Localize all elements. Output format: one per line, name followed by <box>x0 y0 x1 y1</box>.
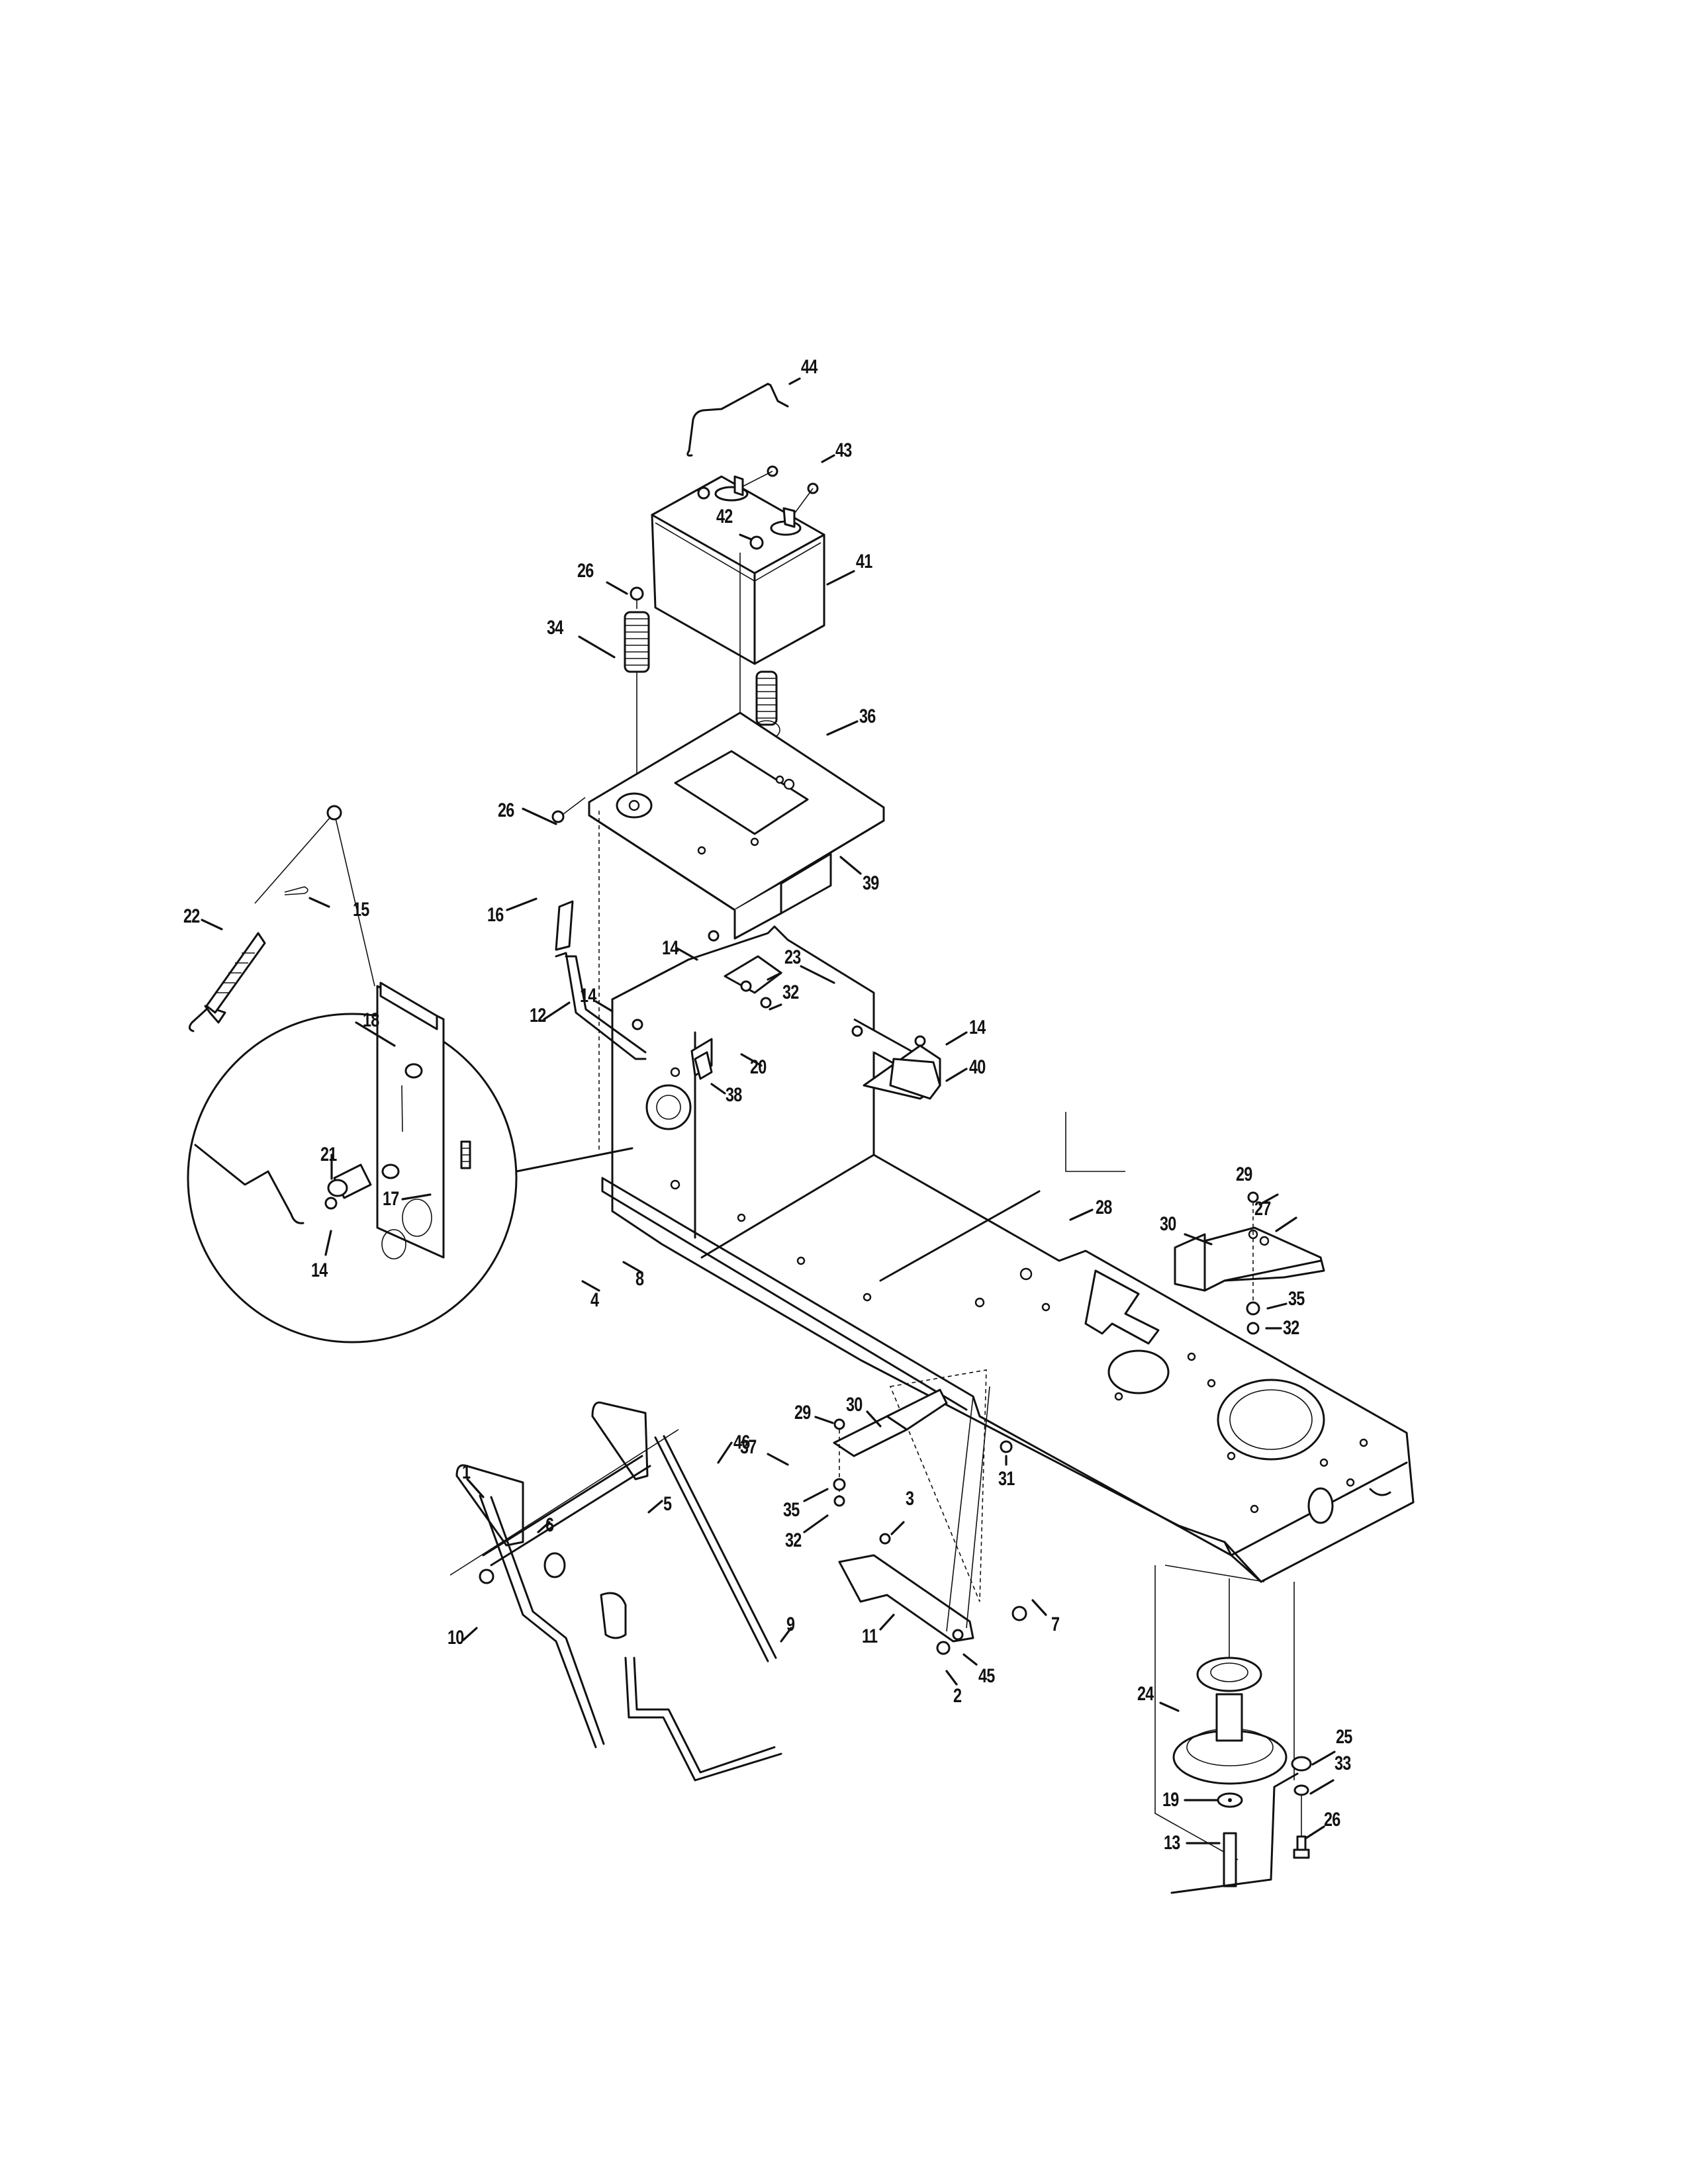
callout-3: 3 <box>906 1488 914 1510</box>
callout-29: 29 <box>1236 1163 1252 1185</box>
callout-19: 19 <box>1162 1789 1179 1811</box>
callout-35: 35 <box>783 1499 800 1521</box>
callout-32: 32 <box>782 981 799 1003</box>
callout-26: 26 <box>1324 1809 1340 1831</box>
callout-36: 36 <box>859 705 876 727</box>
callout-13: 13 <box>1164 1832 1180 1854</box>
callout-32: 32 <box>1283 1317 1299 1339</box>
callout-14: 14 <box>580 985 596 1007</box>
hitch-bracket <box>1174 1191 1325 1335</box>
pedal-linkage <box>449 1386 1027 1782</box>
leader-lines <box>201 377 1336 1844</box>
callout-2: 2 <box>953 1685 962 1707</box>
callout-32: 32 <box>785 1529 802 1551</box>
callout-6: 6 <box>545 1514 554 1536</box>
callout-28: 28 <box>1096 1197 1112 1218</box>
battery-hold-down-rod <box>686 383 789 457</box>
callout-31: 31 <box>998 1468 1015 1490</box>
callout-39: 39 <box>863 872 879 894</box>
callout-9: 9 <box>786 1614 795 1635</box>
tractor-frame <box>601 925 1415 1860</box>
callout-7: 7 <box>1051 1614 1060 1635</box>
callout-5: 5 <box>663 1493 672 1515</box>
callout-21: 21 <box>320 1144 337 1165</box>
battery-tray <box>551 711 885 1152</box>
callout-33: 33 <box>1335 1752 1351 1774</box>
callout-35: 35 <box>1288 1288 1305 1310</box>
callout-22: 22 <box>183 905 200 927</box>
callout-8: 8 <box>635 1268 644 1290</box>
callout-26: 26 <box>577 560 594 582</box>
callout-45: 45 <box>978 1665 995 1687</box>
callout-25: 25 <box>1336 1726 1352 1748</box>
callout-30: 30 <box>846 1394 863 1416</box>
callout-11: 11 <box>862 1625 878 1647</box>
callout-46: 46 <box>733 1432 750 1453</box>
callout-4: 4 <box>590 1289 599 1311</box>
idler-pulley-assembly <box>1170 1578 1312 1894</box>
callout-34: 34 <box>547 617 563 639</box>
callout-24: 24 <box>1137 1683 1154 1705</box>
detail-inset <box>187 805 633 1343</box>
battery <box>651 465 825 665</box>
callout-41: 41 <box>856 551 872 572</box>
callout-17: 17 <box>383 1188 399 1210</box>
callout-29: 29 <box>794 1402 811 1424</box>
callout-14: 14 <box>311 1259 328 1281</box>
callout-43: 43 <box>835 439 852 461</box>
callout-37: 37 <box>740 1436 757 1458</box>
callout-15: 15 <box>353 899 369 921</box>
callout-14: 14 <box>969 1017 986 1038</box>
callout-14: 14 <box>662 937 679 959</box>
callout-12: 12 <box>530 1005 546 1026</box>
callout-30: 30 <box>1160 1213 1176 1235</box>
callout-23: 23 <box>784 946 801 968</box>
callout-20: 20 <box>750 1056 767 1078</box>
callout-38: 38 <box>726 1084 742 1106</box>
callout-27: 27 <box>1254 1198 1271 1220</box>
callout-1: 1 <box>462 1461 471 1483</box>
callout-40: 40 <box>969 1056 986 1078</box>
callout-16: 16 <box>487 904 504 926</box>
callout-18: 18 <box>363 1009 379 1031</box>
callout-10: 10 <box>447 1627 464 1649</box>
callout-44: 44 <box>801 356 818 378</box>
lift-lever-assembly <box>555 900 941 1100</box>
callout-42: 42 <box>716 506 733 527</box>
callout-26: 26 <box>498 799 514 821</box>
